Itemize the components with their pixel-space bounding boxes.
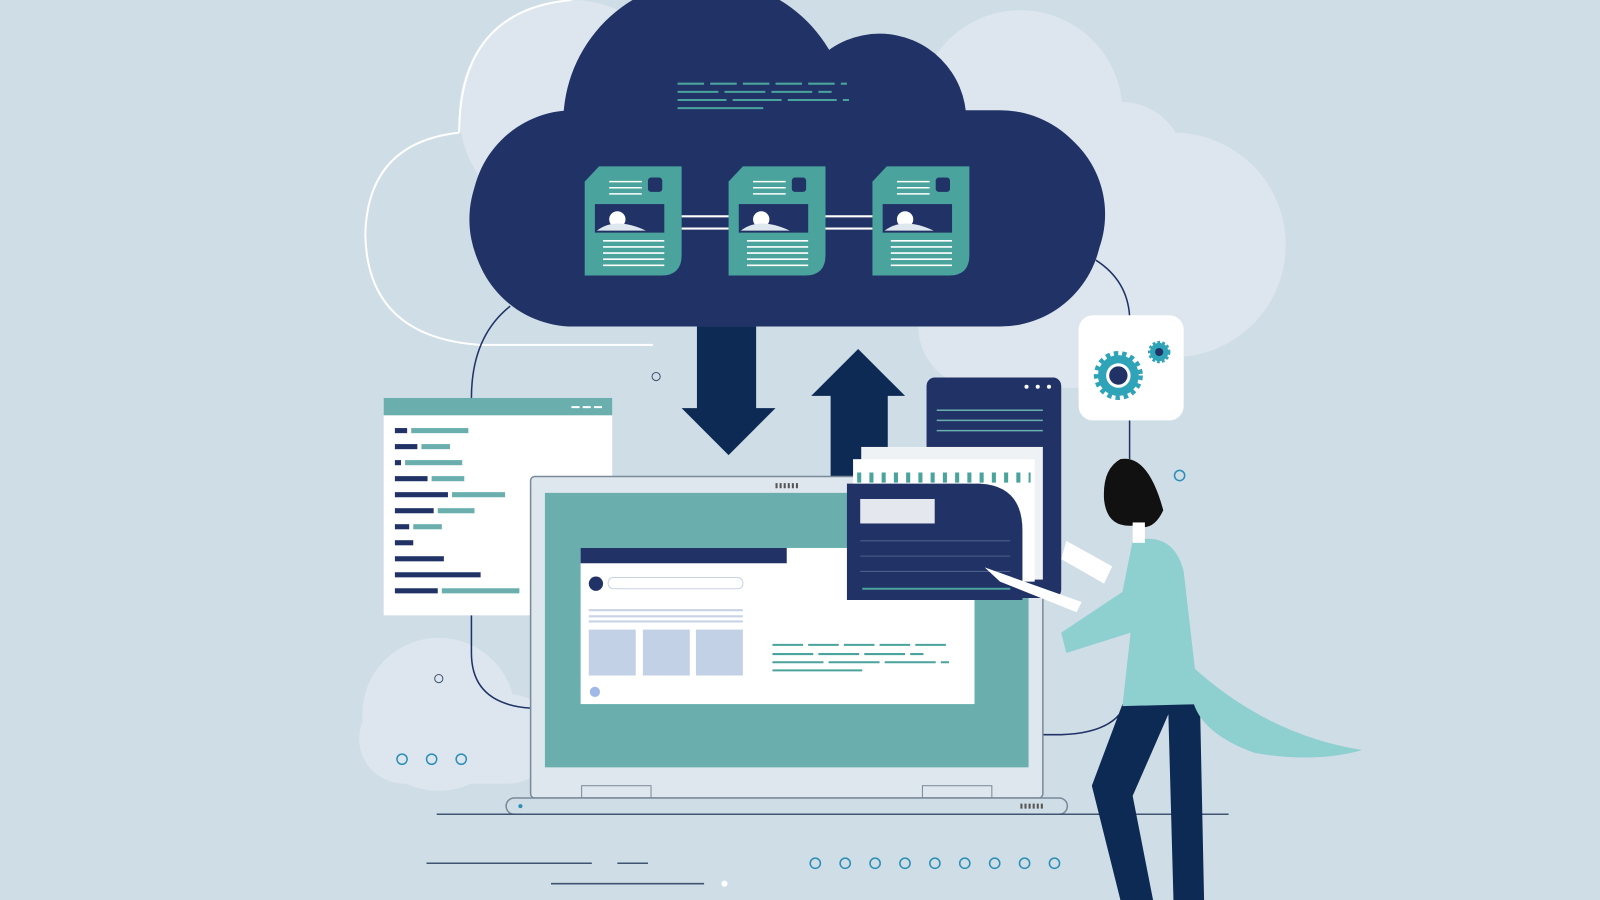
code-line <box>394 572 481 578</box>
code-line <box>394 444 418 450</box>
code-line <box>437 508 475 514</box>
code-line <box>394 524 410 530</box>
dot <box>958 857 971 870</box>
document-icon <box>728 166 826 276</box>
code-line <box>394 492 448 498</box>
dot <box>425 753 438 766</box>
document-links <box>681 215 873 230</box>
dot <box>455 753 468 766</box>
outline-clouds <box>364 0 654 346</box>
person-figure <box>984 458 1363 900</box>
connector-lines <box>470 259 1131 736</box>
folder-icon <box>846 377 1062 600</box>
gear-icon <box>1078 315 1184 421</box>
code-line <box>441 588 520 594</box>
decorative-lines <box>426 862 705 885</box>
code-line <box>413 524 442 530</box>
code-line <box>394 428 408 434</box>
code-line <box>394 508 434 514</box>
code-line <box>394 588 438 594</box>
code-line <box>394 476 428 482</box>
dot <box>1173 469 1186 482</box>
dot <box>839 857 852 870</box>
code-line <box>394 556 444 562</box>
dot <box>1048 857 1061 870</box>
code-line <box>452 492 506 498</box>
dot <box>809 857 822 870</box>
document-icon <box>872 166 970 276</box>
dot <box>988 857 1001 870</box>
code-line <box>394 460 402 466</box>
decorative-dots <box>396 469 1186 870</box>
cloud-code-lines <box>677 82 849 110</box>
arrow-down-icon <box>681 326 776 456</box>
code-line <box>405 460 463 466</box>
document-icon <box>584 166 682 276</box>
dot <box>396 753 408 766</box>
dot <box>929 857 941 870</box>
dot <box>869 857 881 870</box>
code-line <box>411 428 469 434</box>
code-line <box>394 540 414 546</box>
dot <box>1018 857 1031 870</box>
code-line <box>431 476 465 482</box>
code-line <box>421 444 450 450</box>
dot <box>899 857 911 870</box>
